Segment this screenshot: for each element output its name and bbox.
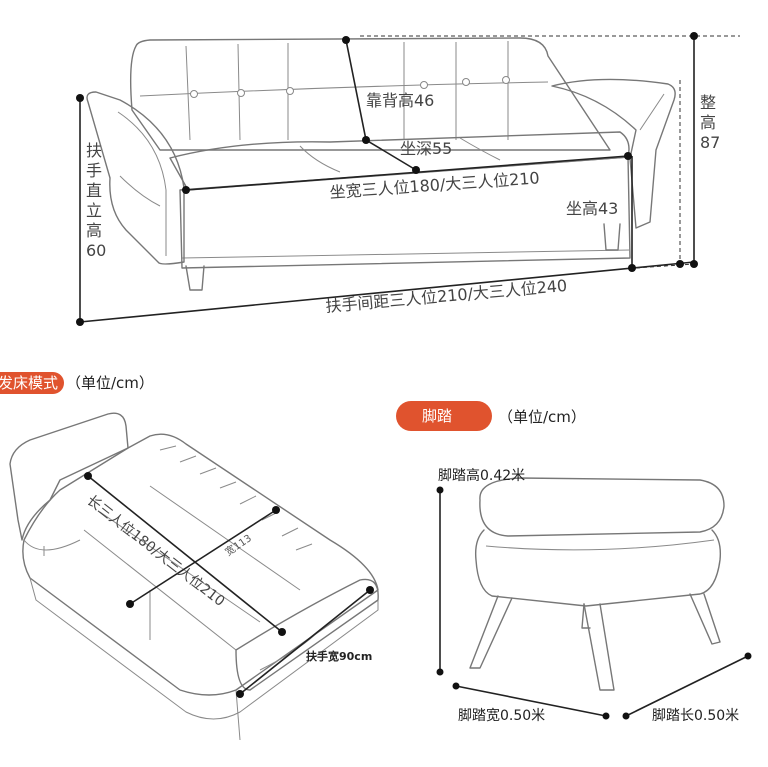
ottoman-unit-label: （单位/cm） [498,408,586,426]
svg-text:手: 手 [86,161,102,180]
svg-text:直: 直 [86,181,102,200]
sofa-illustration [86,37,676,291]
svg-text:87: 87 [700,133,720,152]
ottoman-height-label: 脚踏高0.42米 [438,467,525,484]
svg-text:发床模式: 发床模式 [0,374,58,392]
ottoman-illustration [469,477,725,691]
overall-height-label: 整 高 87 [700,93,720,152]
seat-height-label: 坐高43 [566,199,618,218]
bed-length-label: 长三人位180/大三人位210 [84,493,228,610]
sofa-dimensions [76,32,740,326]
sofa-bed-illustration [9,412,379,741]
ottoman-badge: 脚踏 [396,401,492,431]
bed-mode-badge: 发床模式 [0,372,64,394]
seat-width-label: 坐宽三人位180/大三人位210 [329,168,540,202]
ottoman-length-label: 脚踏长0.50米 [652,708,739,724]
seat-depth-label: 坐深55 [400,139,452,158]
svg-text:立: 立 [86,201,102,220]
armrest-vertical-height-label: 扶 手 直 立 高 60 [86,141,106,260]
bed-dimensions [84,472,374,698]
bed-mode-unit-label: （单位/cm） [66,374,154,392]
armrest-width-label: 扶手宽90cm [306,649,372,663]
ottoman-width-label: 脚踏宽0.50米 [458,707,545,724]
svg-text:高: 高 [700,113,716,132]
svg-text:脚踏: 脚踏 [422,407,452,425]
svg-text:高: 高 [86,221,102,240]
ottoman-dimensions [436,486,752,720]
svg-text:60: 60 [86,241,106,260]
svg-text:扶: 扶 [86,141,102,160]
backrest-height-label: 靠背高46 [366,91,434,110]
armrest-spacing-label: 扶手间距三人位210/大三人位240 [325,276,568,316]
svg-text:整: 整 [700,93,716,112]
